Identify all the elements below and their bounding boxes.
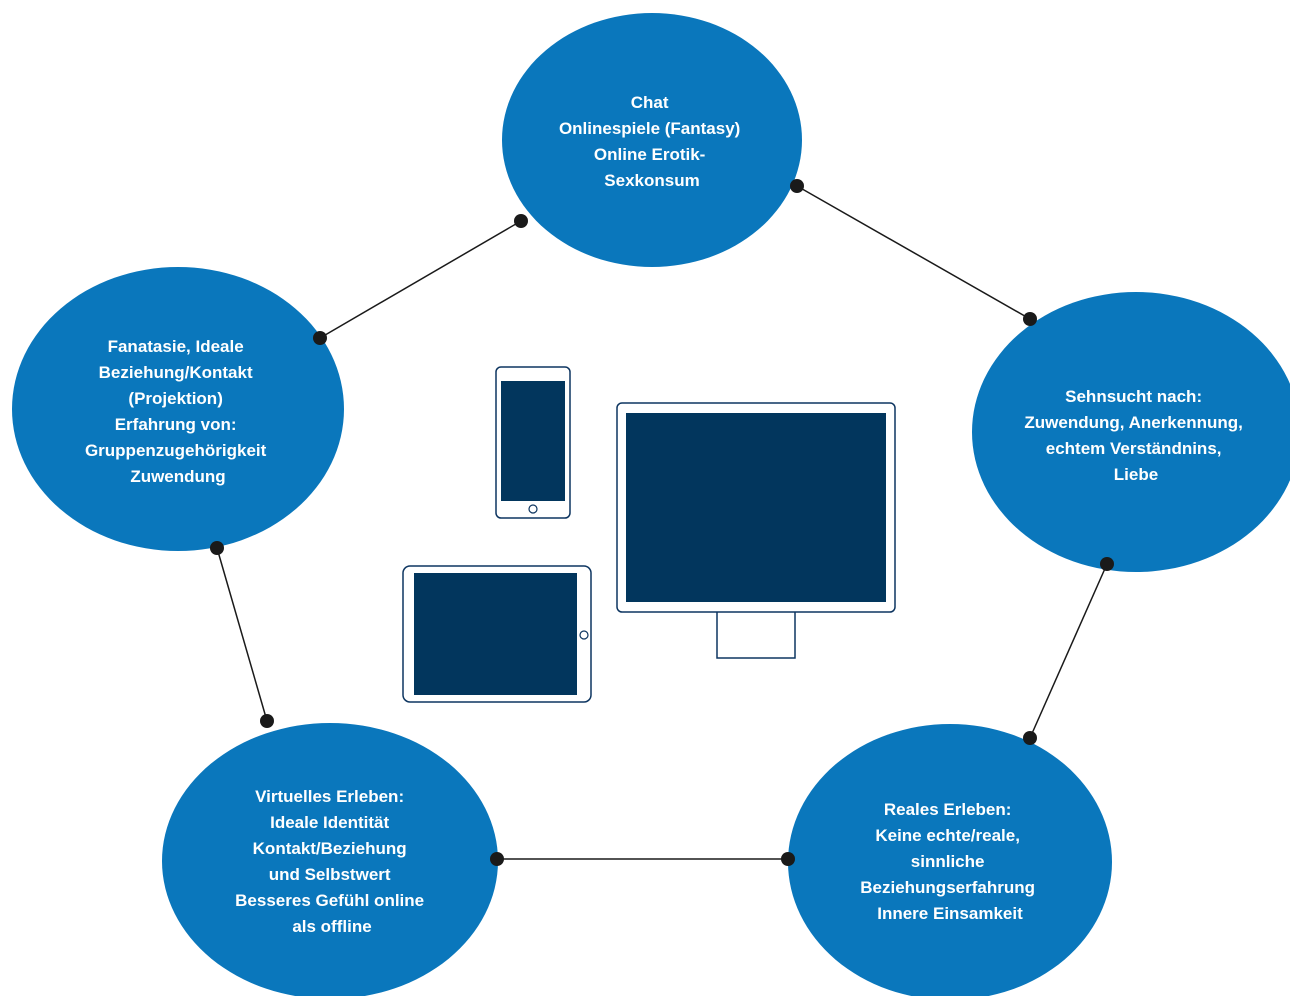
connector-dot	[313, 331, 327, 345]
node-text-real-experience: Reales Erleben: Keine echte/reale, sinnl…	[860, 800, 1039, 923]
connector-dot	[490, 852, 504, 866]
connector-bottom-left-left	[216, 547, 268, 722]
bubble-virtual-experience	[162, 723, 498, 996]
tablet-icon	[402, 565, 592, 703]
node-line: Zuwendung, Anerkennung,	[1024, 413, 1242, 432]
node-line: Reales Erleben:	[884, 800, 1012, 819]
node-line: Ideale Identität	[270, 813, 389, 832]
node-line: Besseres Gefühl online	[235, 891, 424, 910]
node-line: Online Erotik-	[594, 145, 705, 164]
connector-dot	[781, 852, 795, 866]
node-line: Innere Einsamkeit	[877, 904, 1023, 923]
connector-dot	[1023, 312, 1037, 326]
connector-dot	[790, 179, 804, 193]
node-text-fantasy: Fanatasie, Ideale Beziehung/Kontakt (Pro…	[85, 337, 271, 486]
node-line: sinnliche	[911, 852, 985, 871]
bubble-longing	[972, 292, 1290, 572]
connector-dot	[514, 214, 528, 228]
node-line: Keine echte/reale,	[875, 826, 1020, 845]
node-line: Beziehungserfahrung	[860, 878, 1035, 897]
node-line: Kontakt/Beziehung	[253, 839, 407, 858]
node-line: Gruppenzugehörigkeit	[85, 441, 267, 460]
connector-dot	[260, 714, 274, 728]
node-line: Virtuelles Erleben:	[255, 787, 404, 806]
connector-dots	[210, 179, 1114, 866]
node-text-longing: Sehnsucht nach: Zuwendung, Anerkennung, …	[1024, 387, 1247, 484]
node-line: Sexkonsum	[604, 171, 699, 190]
connector-dot	[1023, 731, 1037, 745]
connector-top-right	[796, 185, 1031, 320]
node-text-online-activities: Chat Onlinespiele (Fantasy) Online Eroti…	[559, 93, 745, 190]
connectors	[216, 185, 1108, 860]
bubbles	[12, 13, 1290, 996]
node-line: Erfahrung von:	[115, 415, 237, 434]
connector-dot	[1100, 557, 1114, 571]
connector-right-bottom-right	[1029, 563, 1108, 739]
bubble-real-experience	[788, 724, 1112, 996]
connector-dot	[210, 541, 224, 555]
node-line: Liebe	[1114, 465, 1158, 484]
bubble-online-activities	[502, 13, 802, 267]
node-line: Chat	[631, 93, 669, 112]
node-line: Beziehung/Kontakt	[99, 363, 253, 382]
monitor-icon	[616, 402, 896, 659]
node-line: (Projektion)	[128, 389, 222, 408]
node-line: und Selbstwert	[269, 865, 391, 884]
node-line: als offline	[292, 917, 371, 936]
node-text-virtual-experience: Virtuelles Erleben: Ideale Identität Kon…	[235, 787, 429, 936]
smartphone-icon	[495, 366, 571, 519]
node-line: Zuwendung	[130, 467, 225, 486]
node-line: Fanatasie, Ideale	[108, 337, 244, 356]
node-line: Sehnsucht nach:	[1065, 387, 1202, 406]
bubble-fantasy	[12, 267, 344, 551]
node-line: echtem Verständnins,	[1046, 439, 1222, 458]
node-line: Onlinespiele (Fantasy)	[559, 119, 740, 138]
connector-left-top	[319, 220, 522, 339]
